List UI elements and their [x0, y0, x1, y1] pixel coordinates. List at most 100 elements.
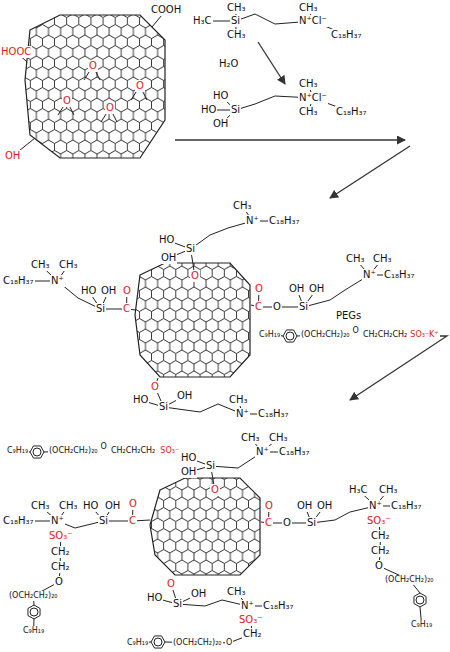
formula-label: N⁺: [235, 408, 250, 420]
formula-label: O: [62, 95, 72, 107]
formula-label: Si: [205, 460, 216, 472]
formula-label: CH₃: [240, 432, 261, 444]
formula-label: CH₃: [58, 259, 79, 271]
formula-label: C₁₈H₃₇: [278, 446, 311, 458]
formula-label: O: [374, 560, 384, 572]
reaction-arrow: [350, 336, 447, 400]
formula-label: C₉H₁₉: [126, 638, 149, 648]
formula-label: Si: [306, 517, 317, 529]
formula-label: OH: [176, 390, 193, 402]
formula-label: O: [150, 381, 160, 393]
formula-label: C₁₈H₃₇: [2, 275, 35, 287]
formula-label: C: [122, 303, 131, 315]
formula-label: OH: [160, 252, 177, 264]
formula-label: O: [100, 442, 108, 452]
formula-label: HO: [212, 90, 229, 102]
benzene-ring: [283, 330, 297, 342]
formula-label: CH₃: [228, 394, 249, 406]
formula-label: O: [264, 500, 274, 512]
formula-label: OH: [190, 588, 207, 600]
formula-label: OH: [4, 150, 21, 162]
reaction-arrow: [330, 146, 410, 198]
formula-label: CH₂: [50, 546, 71, 558]
formula-label: CH₂CH₂CH₂: [362, 330, 408, 340]
formula-label: N⁺: [50, 275, 65, 287]
formula-label: Si: [95, 303, 106, 315]
formula-label: HO: [200, 104, 217, 116]
formula-label: Si: [172, 598, 183, 610]
formula-label: O: [128, 498, 138, 510]
formula-label: COOH: [150, 4, 182, 16]
formula-label: C₁₈H₃₇: [390, 500, 423, 512]
formula-label: OH: [180, 466, 197, 478]
formula-label: HOOC: [0, 46, 32, 58]
graphene-sheet: [150, 478, 260, 575]
formula-label: O: [282, 517, 292, 529]
formula-label: C: [128, 515, 137, 527]
formula-label: CH₃: [372, 253, 393, 265]
formula-label: O: [210, 484, 220, 496]
formula-label: Si: [158, 401, 169, 413]
aromatic-circle: [33, 448, 41, 456]
formula-label: CH₃: [226, 586, 247, 598]
benzene-ring: [151, 636, 165, 648]
formula-label: (OCH₂CH₂)₂₀: [8, 591, 59, 601]
formula-label: H₃C: [348, 484, 369, 496]
formula-label: HO: [132, 394, 149, 406]
aromatic-circle: [416, 596, 424, 604]
formula-label: CH₃: [226, 2, 247, 14]
formula-label: O: [166, 578, 176, 590]
formula-label: HO: [80, 285, 97, 297]
formula-label: SO₃⁻: [48, 530, 74, 542]
formula-label: Si: [230, 104, 241, 116]
formula-label: PEGs: [335, 310, 362, 322]
formula-label: CH₃: [298, 106, 319, 118]
formula-label: SO₃⁻: [238, 614, 264, 626]
reaction-arrow: [258, 42, 285, 84]
formula-label: CH₃: [345, 253, 366, 265]
formula-label: CH₂: [370, 530, 391, 542]
formula-label: CH₃: [232, 200, 253, 212]
formula-label: N⁺: [368, 500, 383, 512]
formula-label: CH₃: [30, 500, 51, 512]
formula-label: O: [88, 60, 98, 72]
formula-label: H₃C: [192, 15, 213, 27]
formula-label: O: [105, 102, 115, 114]
formula-label: CH₃: [226, 29, 247, 41]
formula-label: N⁺: [50, 515, 65, 527]
formula-label: C: [254, 301, 263, 313]
bond-line: [178, 600, 248, 606]
formula-label: O: [352, 326, 360, 336]
formula-label: O: [225, 638, 233, 648]
formula-label: N⁺: [245, 215, 260, 227]
formula-label: (OCH₂CH₂)₂₀: [300, 330, 351, 340]
reaction-arrow: [175, 139, 405, 140]
formula-label: N⁺: [362, 269, 377, 281]
graphene-sheet: [25, 15, 165, 158]
formula-label: C: [264, 517, 273, 529]
formula-label: O: [135, 80, 145, 92]
formula-label: H₂O: [218, 58, 239, 70]
formula-label: CH₂: [50, 561, 71, 573]
benzene-ring: [28, 605, 40, 619]
formula-label: C₁₈H₃₇: [262, 600, 295, 612]
formula-label: CH₃: [268, 432, 289, 444]
formula-label: CH₃: [298, 2, 319, 14]
benzene-ring: [30, 446, 44, 458]
formula-label: HO: [146, 592, 163, 604]
formula-label: CH₃: [58, 500, 79, 512]
formula-label: OH: [288, 283, 305, 295]
formula-label: CH₂: [370, 545, 391, 557]
benzene-ring: [414, 593, 426, 607]
formula-label: CH₃: [298, 78, 319, 90]
formula-label: C₉H₁₉: [6, 446, 29, 456]
formula-label: SO₃⁻: [159, 446, 180, 456]
formula-label: (OCH₂CH₂)₂₀: [384, 575, 435, 585]
aromatic-circle: [286, 332, 294, 340]
formula-label: OH: [296, 500, 313, 512]
aromatic-circle: [154, 638, 162, 646]
formula-label: SO₃⁻: [366, 515, 392, 527]
formula-label: OH: [212, 118, 229, 130]
formula-label: CH₃: [30, 259, 51, 271]
